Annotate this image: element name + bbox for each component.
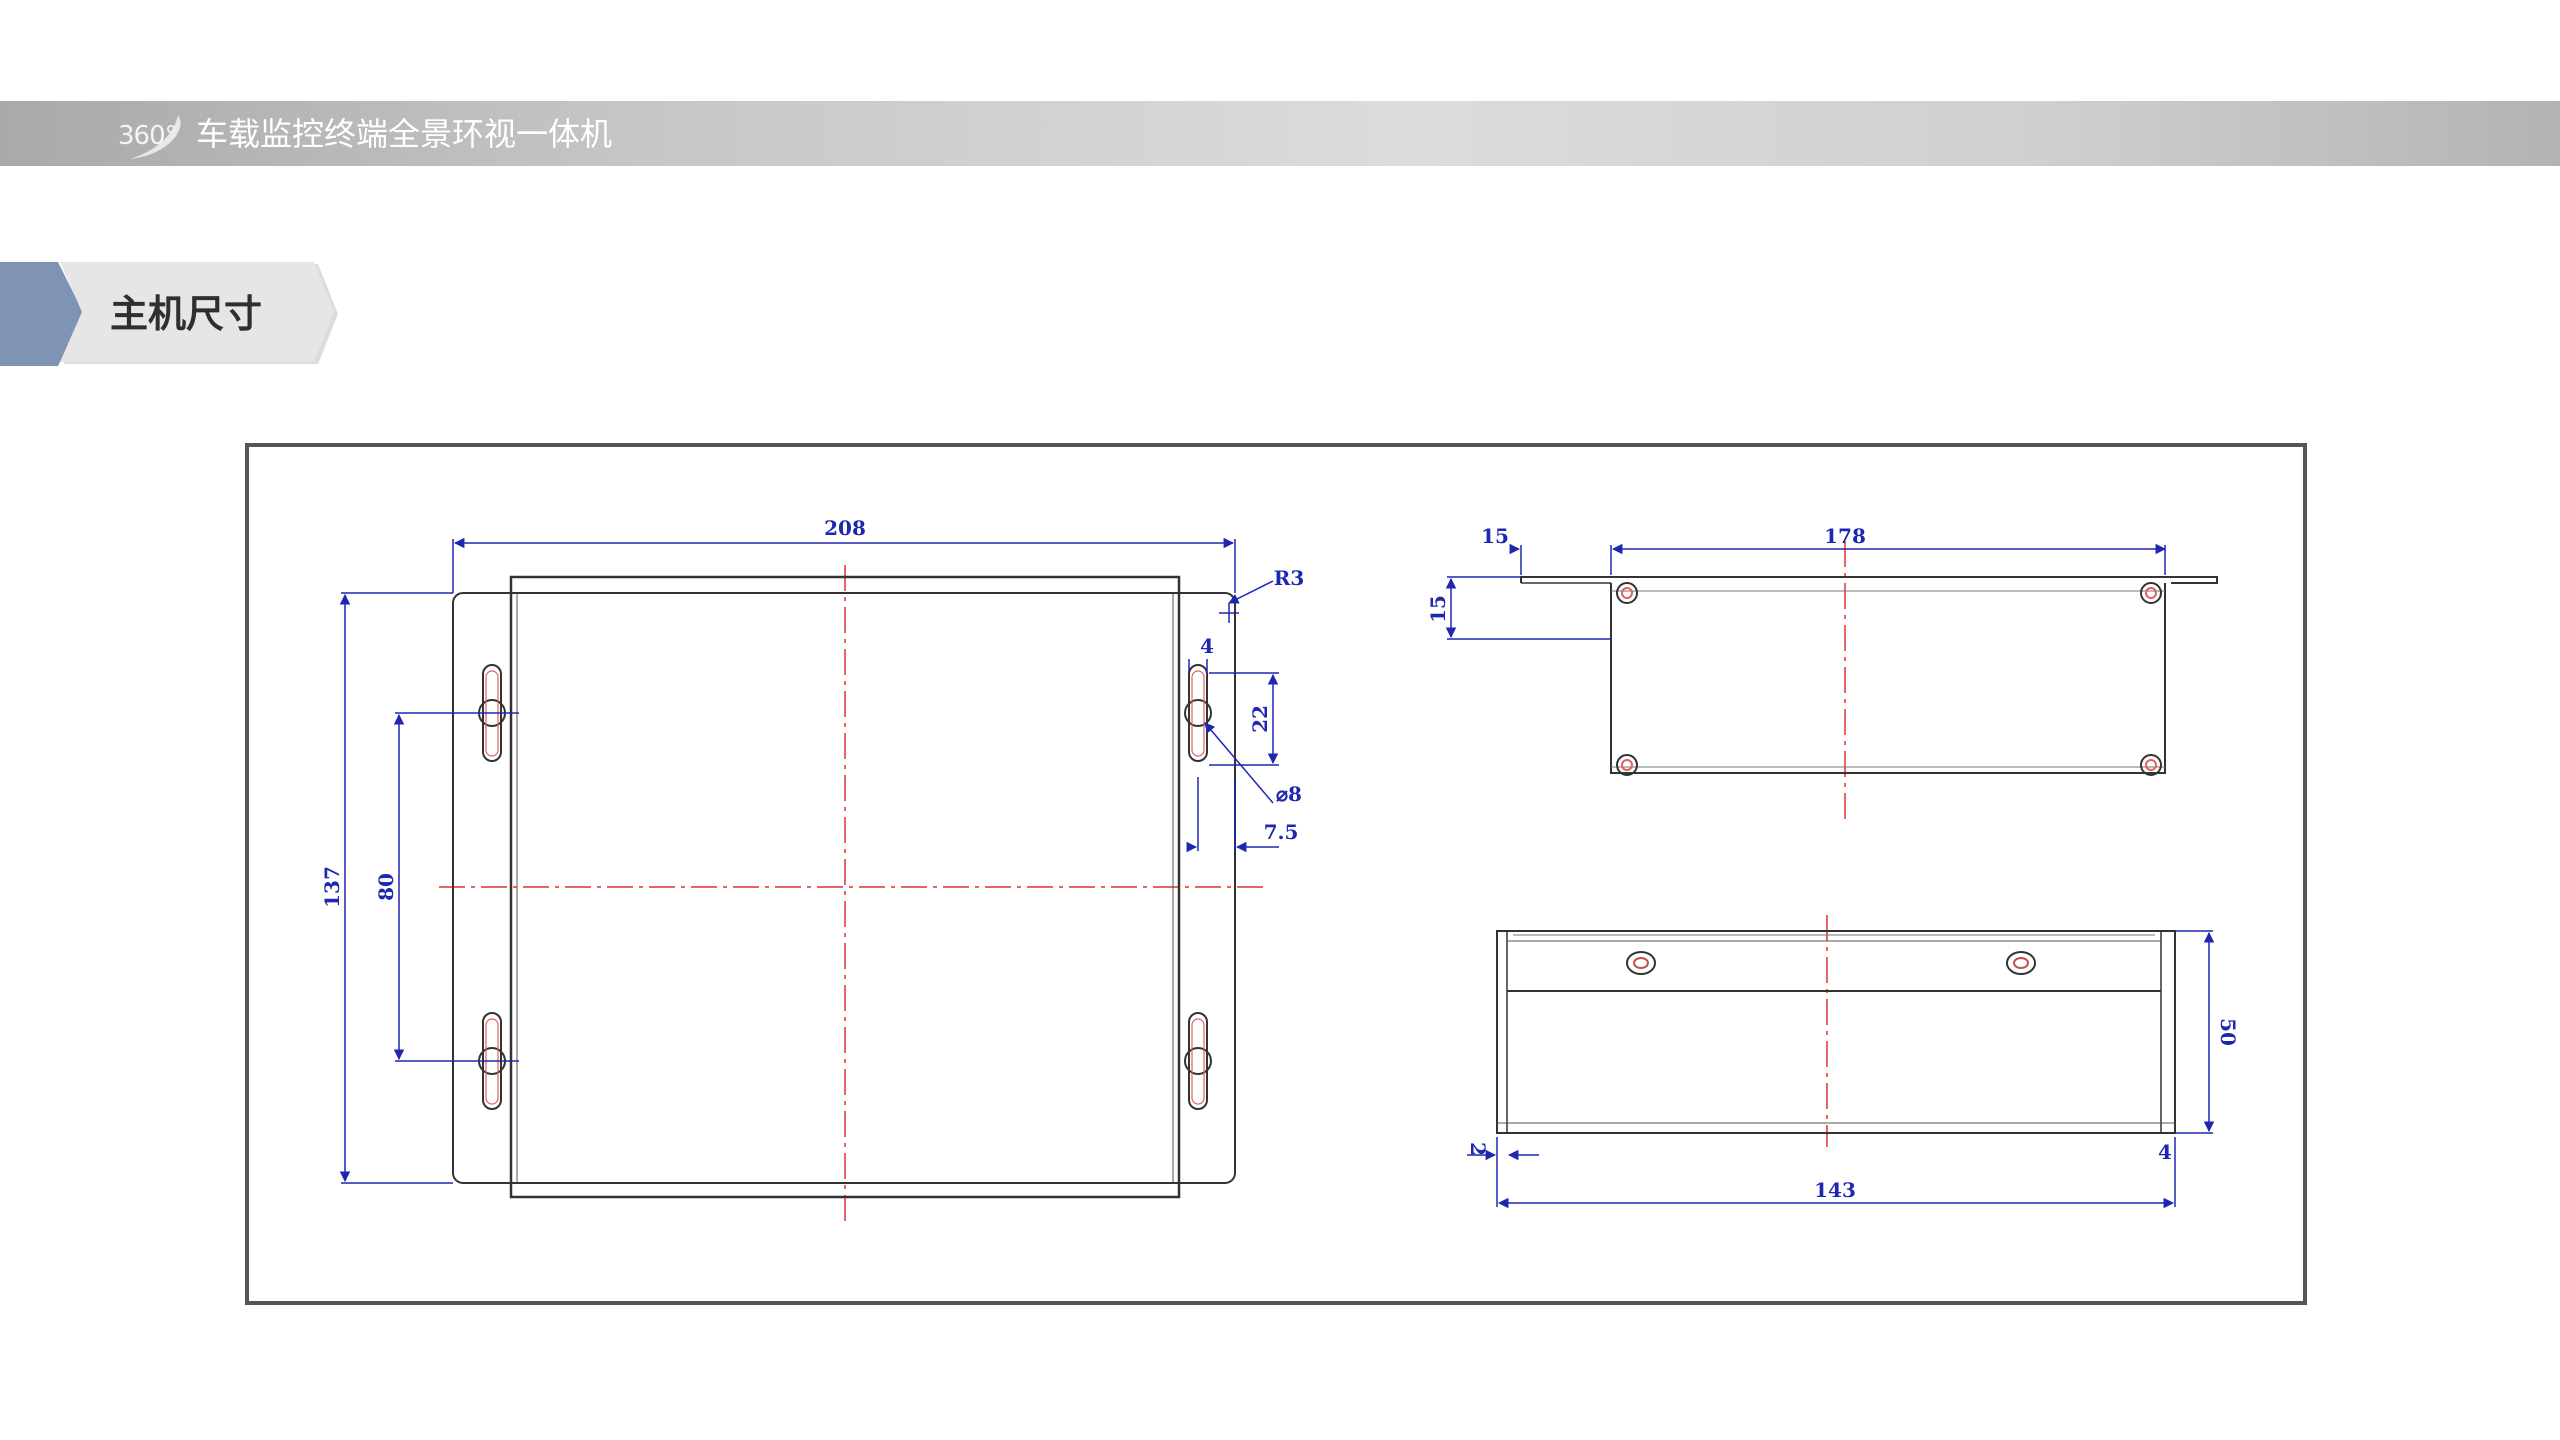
dim-flange-width: 15 <box>1481 524 1509 548</box>
dim-top-body-width: 178 <box>1824 524 1866 548</box>
dim-slot-width: 4 <box>1200 634 1214 658</box>
dim-corner-radius: R3 <box>1274 566 1305 590</box>
logo-360: 360° <box>112 111 188 161</box>
side-view: 50 143 2 4 <box>1466 915 2240 1209</box>
header-band <box>0 101 2560 166</box>
section-label: 主机尺寸 <box>0 262 340 366</box>
dim-hole-diameter: ⌀8 <box>1276 782 1302 806</box>
dim-front-height: 137 <box>320 866 344 908</box>
drawing-frame: 208 137 80 R3 <box>245 443 2307 1305</box>
dim-flange-height: 15 <box>1426 595 1450 623</box>
logo-swoosh-icon <box>130 115 181 159</box>
dim-edge-offset: 7.5 <box>1264 820 1299 844</box>
dim-side-offset: 4 <box>2158 1140 2172 1164</box>
dim-wall-thickness: 2 <box>1466 1142 1490 1156</box>
logo-text: 360° <box>118 121 178 151</box>
section-accent-shape <box>0 262 84 366</box>
section-tab-shape <box>60 262 334 362</box>
dim-front-width: 208 <box>824 516 866 540</box>
dim-slot-length: 22 <box>1248 705 1272 733</box>
front-view: 208 137 80 R3 <box>320 516 1304 1227</box>
dim-hole-spacing: 80 <box>374 873 398 901</box>
dimension-drawing: 208 137 80 R3 <box>320 516 2240 1227</box>
section-title: 主机尺寸 <box>110 292 263 336</box>
dim-side-width: 143 <box>1814 1178 1856 1202</box>
top-view: 15 178 15 <box>1426 524 2218 825</box>
dim-side-height: 50 <box>2216 1018 2240 1046</box>
product-title: 车载监控终端全景环视一体机 <box>196 115 613 153</box>
